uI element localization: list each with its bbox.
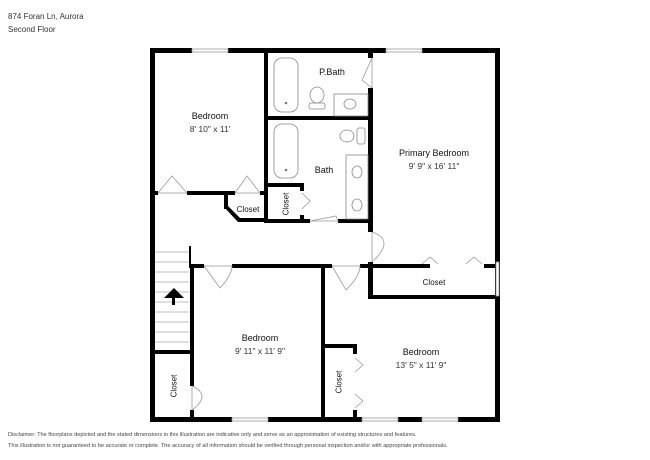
room-label-bedroom-sw: Bedroom (241, 333, 279, 343)
room-label-bedroom-se: Bedroom (402, 347, 440, 357)
stair-up-arrow-icon (164, 288, 184, 305)
fixtures (273, 57, 369, 220)
stairs (155, 251, 189, 343)
room-label-bedroom-nw: Bedroom (191, 111, 229, 121)
room-label-primary-bedroom: Primary Bedroom (398, 148, 470, 158)
walls (150, 48, 500, 422)
door-swings (157, 57, 483, 411)
room-dim-primary-bedroom: 9' 9" x 16' 11" (408, 161, 460, 171)
disclaimer-line-2: This illustration is not guaranteed to b… (8, 443, 448, 449)
disclaimer-line-1: Disclaimer: The floorplans depicted and … (8, 432, 417, 438)
room-label-closet-hall: Closet (236, 205, 260, 214)
room-label-bath: Bath (314, 165, 334, 175)
room-label-closet-primary: Closet (422, 278, 446, 287)
room-dim-bedroom-se: 13' 5" x 11' 9" (395, 360, 447, 370)
room-dim-bedroom-nw: 8' 10" x 11' (189, 124, 231, 134)
room-dim-bedroom-sw: 9' 11" x 11' 9" (234, 346, 286, 356)
windows (191, 48, 500, 422)
room-label-closet-bath: Closet (281, 192, 291, 216)
address-title: 874 Foran Ln, Aurora (8, 12, 84, 21)
floor-label: Second Floor (8, 25, 56, 34)
room-label-pbath: P.Bath (319, 67, 345, 77)
room-label-closet-se: Closet (334, 370, 344, 394)
room-label-closet-sw: Closet (169, 374, 179, 398)
